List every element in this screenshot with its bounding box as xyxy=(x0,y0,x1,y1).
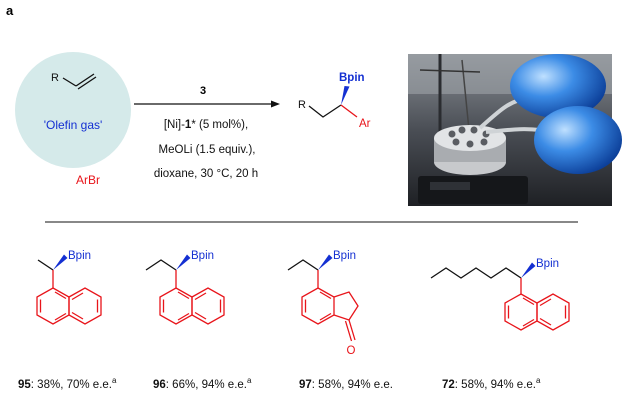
condition-catalyst: [Ni]-1* (5 mol%), xyxy=(164,119,248,131)
compound-72-bpin: Bpin xyxy=(536,258,559,270)
reaction-arrow xyxy=(134,100,280,108)
compound-97-bpin: Bpin xyxy=(333,250,356,262)
condition-solvent: dioxane, 30 °C, 20 h xyxy=(154,168,258,180)
compound-95-structure xyxy=(36,254,102,325)
panel-label: a xyxy=(6,3,14,18)
compound-97-yield: 97: 58%, 94% e.e. xyxy=(299,379,393,391)
compound-96-structure xyxy=(145,254,225,325)
reagent-number: 3 xyxy=(200,85,206,97)
olefin-structure xyxy=(62,73,97,90)
product-structure: R Bpin Ar xyxy=(298,72,371,130)
compound-72-structure xyxy=(430,262,570,331)
product-wedge-bond xyxy=(341,86,350,105)
product-r-label: R xyxy=(298,99,306,111)
arbr-label: ArBr xyxy=(76,173,100,187)
condition-base: MeOLi (1.5 equiv.), xyxy=(159,144,256,156)
olefin-r-label: R xyxy=(51,72,59,84)
compound-97-oxygen: O xyxy=(347,345,356,357)
compound-95-bpin: Bpin xyxy=(68,250,91,262)
compound-96-yield: 96: 66%, 94% e.e.a xyxy=(153,376,252,391)
compound-95-yield: 95: 38%, 70% e.e.a xyxy=(18,376,117,391)
product-ar-label: Ar xyxy=(359,118,371,130)
compound-96-bpin: Bpin xyxy=(191,250,214,262)
product-bpin-label: Bpin xyxy=(339,72,365,84)
compound-72-yield: 72: 58%, 94% e.e.a xyxy=(442,376,541,391)
compound-97-structure xyxy=(287,254,359,342)
olefin-gas-circle xyxy=(15,52,131,168)
olefin-gas-label: 'Olefin gas' xyxy=(44,118,103,132)
reaction-setup-photo xyxy=(408,54,622,206)
